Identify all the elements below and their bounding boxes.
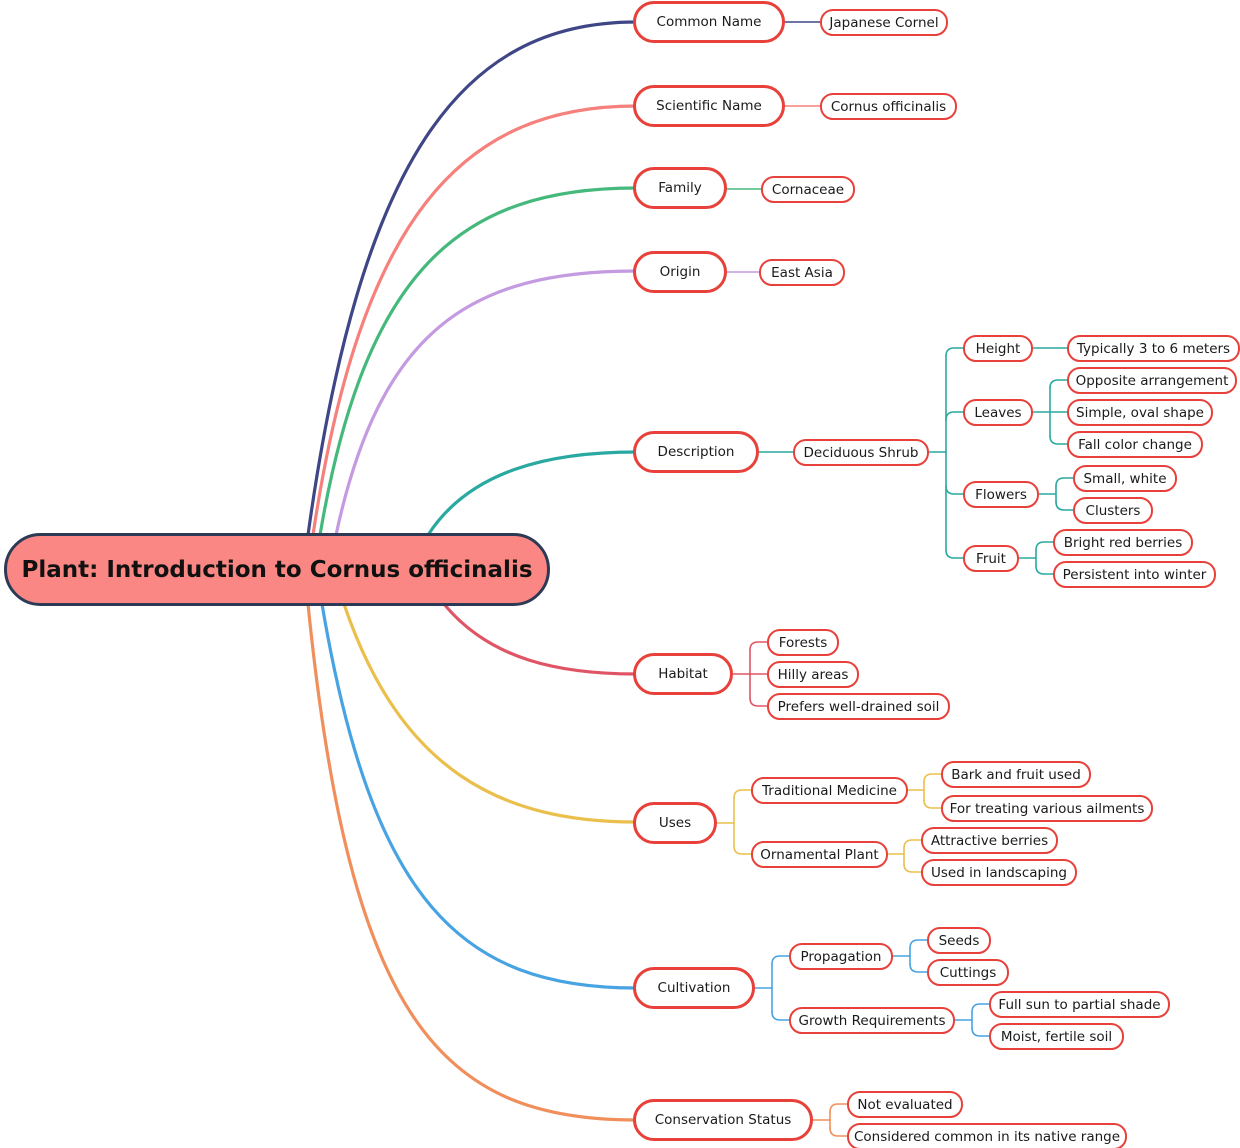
tree-fruit-twig-0 xyxy=(1035,541,1054,551)
branch-line-uses xyxy=(342,602,638,824)
topic-conservation-status[interactable]: Conservation Status xyxy=(633,1099,813,1141)
tree-uses-twig-0 xyxy=(733,789,752,799)
branch-line-common-name xyxy=(306,20,638,537)
topic-cultivation[interactable]: Cultivation xyxy=(633,967,755,1009)
leaf-simple-oval-shape[interactable]: Simple, oval shape xyxy=(1067,399,1213,426)
topic-scientific-name[interactable]: Scientific Name xyxy=(633,85,785,127)
tree-growth-twig-1 xyxy=(971,1027,990,1037)
branch-line-family xyxy=(318,186,638,537)
leaf-small-white[interactable]: Small, white xyxy=(1073,465,1177,492)
topic-common-name[interactable]: Common Name xyxy=(633,1,785,43)
leaf-height[interactable]: Height xyxy=(963,335,1033,362)
tree-leaves-twig-0 xyxy=(1049,379,1068,389)
leaf-deciduous-shrub[interactable]: Deciduous Shrub xyxy=(793,439,929,466)
leaf-seeds[interactable]: Seeds xyxy=(927,927,991,954)
tree-habitat-twig-0 xyxy=(749,641,768,651)
leaf-fruit[interactable]: Fruit xyxy=(963,545,1019,572)
tree-shrub-twig-3 xyxy=(945,549,964,559)
topic-family[interactable]: Family xyxy=(633,167,727,209)
leaf-considered-common[interactable]: Considered common in its native range xyxy=(847,1123,1127,1148)
leaf-fall-color-change[interactable]: Fall color change xyxy=(1067,431,1203,458)
leaf-traditional-medicine[interactable]: Traditional Medicine xyxy=(751,777,908,804)
leaf-well-drained-soil[interactable]: Prefers well-drained soil xyxy=(767,693,950,720)
leaf-full-sun[interactable]: Full sun to partial shade xyxy=(989,991,1170,1018)
leaf-hilly-areas[interactable]: Hilly areas xyxy=(767,661,859,688)
branch-line-origin xyxy=(334,269,638,537)
tree-propagation-twig-1 xyxy=(909,963,928,973)
leaf-cornus-officinalis[interactable]: Cornus officinalis xyxy=(820,93,957,120)
leaf-growth-requirements[interactable]: Growth Requirements xyxy=(789,1007,955,1034)
topic-origin[interactable]: Origin xyxy=(633,251,727,293)
leaf-persistent-into-winter[interactable]: Persistent into winter xyxy=(1053,561,1216,588)
tree-cultivation-twig-0 xyxy=(771,955,790,965)
leaf-used-in-landscaping[interactable]: Used in landscaping xyxy=(921,859,1077,886)
tree-growth-twig-0 xyxy=(971,1003,990,1013)
tree-flowers-twig-0 xyxy=(1055,477,1074,487)
topic-habitat[interactable]: Habitat xyxy=(633,653,733,695)
leaf-treating-ailments[interactable]: For treating various ailments xyxy=(941,795,1153,822)
leaf-forests[interactable]: Forests xyxy=(767,629,839,656)
tree-leaves-twig-2 xyxy=(1049,435,1068,445)
leaf-attractive-berries[interactable]: Attractive berries xyxy=(921,827,1058,854)
topic-uses[interactable]: Uses xyxy=(633,802,717,844)
tree-shrub-twig-0 xyxy=(945,347,964,357)
tree-fruit-twig-1 xyxy=(1035,565,1054,575)
branch-line-cultivation xyxy=(320,602,638,990)
leaf-cuttings[interactable]: Cuttings xyxy=(927,959,1009,986)
leaf-flowers[interactable]: Flowers xyxy=(963,481,1039,508)
leaf-bright-red-berries[interactable]: Bright red berries xyxy=(1053,529,1193,556)
tree-shrub-twig-2 xyxy=(945,485,964,495)
tree-uses-twig-1 xyxy=(733,845,752,855)
tree-conservation-twig-0 xyxy=(829,1103,848,1113)
branch-line-description xyxy=(426,450,638,537)
root-node[interactable]: Plant: Introduction to Cornus officinali… xyxy=(4,533,550,606)
leaf-leaves[interactable]: Leaves xyxy=(963,399,1033,426)
tree-flowers-twig-1 xyxy=(1055,501,1074,511)
tree-conservation-twig-1 xyxy=(829,1127,848,1137)
tree-shrub-twig-1 xyxy=(945,411,964,421)
tree-ornamental-twig-1 xyxy=(903,863,922,873)
leaf-clusters[interactable]: Clusters xyxy=(1073,497,1153,524)
leaf-propagation[interactable]: Propagation xyxy=(789,943,893,970)
tree-medicine-twig-0 xyxy=(923,773,942,783)
leaf-opposite-arrangement[interactable]: Opposite arrangement xyxy=(1067,367,1237,394)
leaf-east-asia[interactable]: East Asia xyxy=(759,259,845,286)
branch-line-conservation-status xyxy=(306,602,638,1122)
leaf-japanese-cornel[interactable]: Japanese Cornel xyxy=(820,9,948,36)
leaf-height-value[interactable]: Typically 3 to 6 meters xyxy=(1067,335,1240,362)
tree-habitat-twig-2 xyxy=(749,697,768,707)
leaf-bark-and-fruit[interactable]: Bark and fruit used xyxy=(941,761,1091,788)
tree-cultivation-twig-1 xyxy=(771,1011,790,1021)
tree-ornamental-twig-0 xyxy=(903,839,922,849)
leaf-cornaceae[interactable]: Cornaceae xyxy=(761,176,855,203)
branch-line-habitat xyxy=(442,602,638,676)
leaf-ornamental-plant[interactable]: Ornamental Plant xyxy=(751,841,888,868)
leaf-moist-fertile-soil[interactable]: Moist, fertile soil xyxy=(989,1023,1124,1050)
tree-propagation-twig-0 xyxy=(909,939,928,949)
tree-medicine-twig-1 xyxy=(923,799,942,809)
leaf-not-evaluated[interactable]: Not evaluated xyxy=(847,1091,963,1118)
topic-description[interactable]: Description xyxy=(633,431,759,473)
branch-line-scientific-name xyxy=(311,104,638,537)
